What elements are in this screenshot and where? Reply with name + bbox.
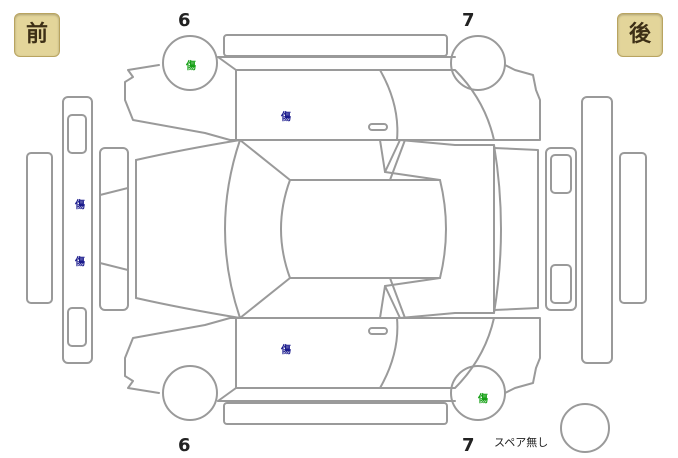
side-skirt-bottom — [223, 402, 448, 425]
wheel-number-rear-bottom: 7 — [462, 435, 475, 456]
front-light-upper — [67, 114, 87, 154]
right-side-body — [124, 317, 541, 394]
front-badge: 前 — [14, 13, 60, 57]
damage-mark: 傷 — [186, 61, 196, 72]
front-bumper — [62, 96, 93, 364]
damage-mark: 傷 — [75, 200, 85, 211]
damage-mark: 傷 — [478, 394, 488, 405]
spare-tire — [560, 403, 610, 453]
front-light-lower — [67, 307, 87, 347]
wheel-rear-bottom — [450, 365, 506, 421]
wheel-front-top — [162, 35, 218, 91]
front-bumper-outer — [26, 152, 53, 304]
wheel-number-rear-top: 7 — [462, 10, 475, 31]
left-side-body — [124, 64, 541, 141]
damage-mark: 傷 — [281, 112, 291, 123]
rear-bumper-outer — [619, 152, 647, 304]
roof-plan-outline — [135, 139, 241, 319]
damage-mark: 傷 — [75, 257, 85, 268]
spare-tire-label: スペア無し — [494, 436, 549, 449]
rear-badge: 後 — [617, 13, 663, 57]
side-skirt-top — [223, 34, 448, 57]
front-grille — [99, 147, 129, 311]
rear-light-upper — [550, 154, 572, 194]
rear-bumper — [581, 96, 613, 364]
cabin — [280, 179, 447, 279]
wheel-number-front-top: 6 — [178, 10, 191, 31]
rear-panel — [545, 147, 577, 311]
wheel-number-front-bottom: 6 — [178, 435, 191, 456]
rear-light-lower — [550, 264, 572, 304]
damage-mark: 傷 — [281, 345, 291, 356]
wheel-front-bottom — [162, 365, 218, 421]
wheel-rear-top — [450, 35, 506, 91]
